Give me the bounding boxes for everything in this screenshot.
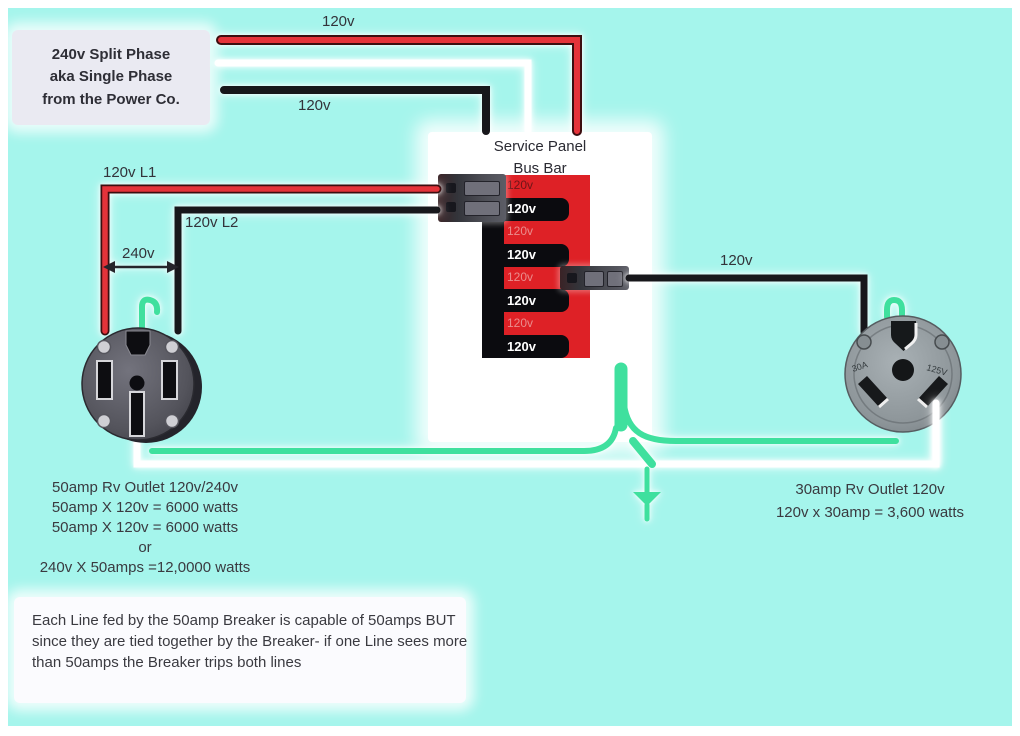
bus-row-label: 120v [507, 293, 536, 308]
wire-green-ground-right [621, 402, 899, 444]
ground-slot [129, 391, 145, 437]
wire-green-ground-left [149, 425, 619, 454]
30amp-outlet-caption: 30amp Rv Outlet 120v 120v x 30amp = 3,60… [752, 478, 988, 524]
screw-icon [96, 339, 112, 355]
note-line: than 50amps the Breaker trips both lines [32, 654, 302, 671]
breaker-terminal [446, 183, 456, 193]
breaker-switch [464, 181, 500, 196]
breaker-switch [607, 271, 623, 287]
bus-row-label: 120v [507, 339, 536, 354]
center-hole [129, 375, 145, 391]
bus-bar-black-spine [482, 197, 504, 358]
slot-highlight [917, 397, 928, 409]
bus-row-label: 120v [507, 201, 536, 216]
note-line: Each Line fed by the 50amp Breaker is ca… [32, 612, 456, 629]
center-hole [892, 359, 914, 381]
caption-line: or [138, 539, 152, 556]
breaker-switch [584, 271, 604, 287]
caption-line: 50amp Rv Outlet 120v/240v [52, 479, 238, 496]
bus-row-label: 120v [507, 247, 536, 262]
wire-white-source [214, 59, 532, 135]
screw-icon [164, 413, 180, 429]
30amp-outlet-graphic: 30A 125V [844, 315, 962, 433]
ground-pigtail-50amp [139, 296, 161, 332]
hot-slot-left [858, 376, 888, 407]
service-panel-title: Service Panel Bus Bar [428, 136, 652, 180]
power-source-line1: 240v Split Phase [51, 45, 171, 63]
power-source-line2: aka Single Phase [49, 68, 173, 86]
50amp-outlet-graphic [81, 327, 202, 443]
label-source-red: 120v [322, 13, 355, 30]
wire-red-source [218, 37, 580, 134]
50amp-double-breaker [438, 174, 506, 222]
wire-black-source [220, 86, 490, 135]
power-source-line3: from the Power Co. [42, 90, 180, 108]
label-240v: 240v [122, 245, 155, 262]
ground-pigtail-30amp [884, 296, 905, 320]
bus-bar-black-row [482, 289, 569, 312]
note-line: since they are tied together by the Brea… [32, 633, 468, 650]
caption-line: 50amp X 120v = 6000 watts [51, 519, 239, 536]
bus-row-label: 120v [507, 224, 534, 238]
panel-title-line1: Service Panel [493, 138, 587, 155]
bus-row-label: 120v [507, 270, 534, 284]
arrow-left-icon [103, 261, 115, 273]
label-line1: 120v L1 [103, 164, 157, 181]
label-source-black: 120v [298, 97, 331, 114]
breaker-note-text: Each Line fed by the 50amp Breaker is ca… [32, 610, 467, 673]
power-source-box: 240v Split Phase aka Single Phase from t… [12, 30, 210, 125]
hot-slot-right [161, 360, 178, 400]
screw-icon [934, 334, 950, 350]
screw-icon [164, 339, 180, 355]
ground-switch-blade [629, 437, 656, 468]
hot-slot-left [96, 360, 113, 400]
caption-line: 120v x 30amp = 3,600 watts [775, 504, 965, 521]
caption-line: 30amp Rv Outlet 120v [795, 481, 945, 498]
breaker-switch [464, 201, 500, 216]
screw-icon [96, 413, 112, 429]
screw-icon [856, 334, 872, 350]
bus-row-label: 120v [507, 178, 534, 192]
breaker-note-box: Each Line fed by the 50amp Breaker is ca… [14, 597, 467, 703]
neutral-slot [125, 330, 151, 356]
breaker-terminal [567, 273, 577, 283]
slot-highlight [878, 397, 889, 409]
caption-line: 50amp X 120v = 6000 watts [51, 499, 239, 516]
bus-row-label: 120v [507, 316, 534, 330]
wire-red-l1 [102, 186, 440, 334]
slot-highlight [904, 323, 918, 351]
50amp-outlet-caption: 50amp Rv Outlet 120v/240v 50amp X 120v =… [20, 478, 270, 578]
label-line2: 120v L2 [185, 214, 239, 231]
bus-bar-black-row [482, 335, 569, 358]
earth-ground-icon [633, 492, 661, 506]
wire-black-l2 [174, 206, 441, 335]
panel-title-line2: Bus Bar [513, 159, 567, 177]
breaker-terminal [446, 202, 456, 212]
bus-bar-black-row [482, 244, 569, 267]
30amp-breaker [560, 266, 629, 290]
wire-black-branch [625, 274, 868, 336]
arrow-right-icon [167, 261, 179, 273]
label-branch: 120v [720, 252, 753, 269]
caption-line: 240v X 50amps =12,0000 watts [39, 559, 251, 576]
neutral-slot-right [918, 376, 948, 407]
amp-marking: 30A [851, 359, 869, 373]
